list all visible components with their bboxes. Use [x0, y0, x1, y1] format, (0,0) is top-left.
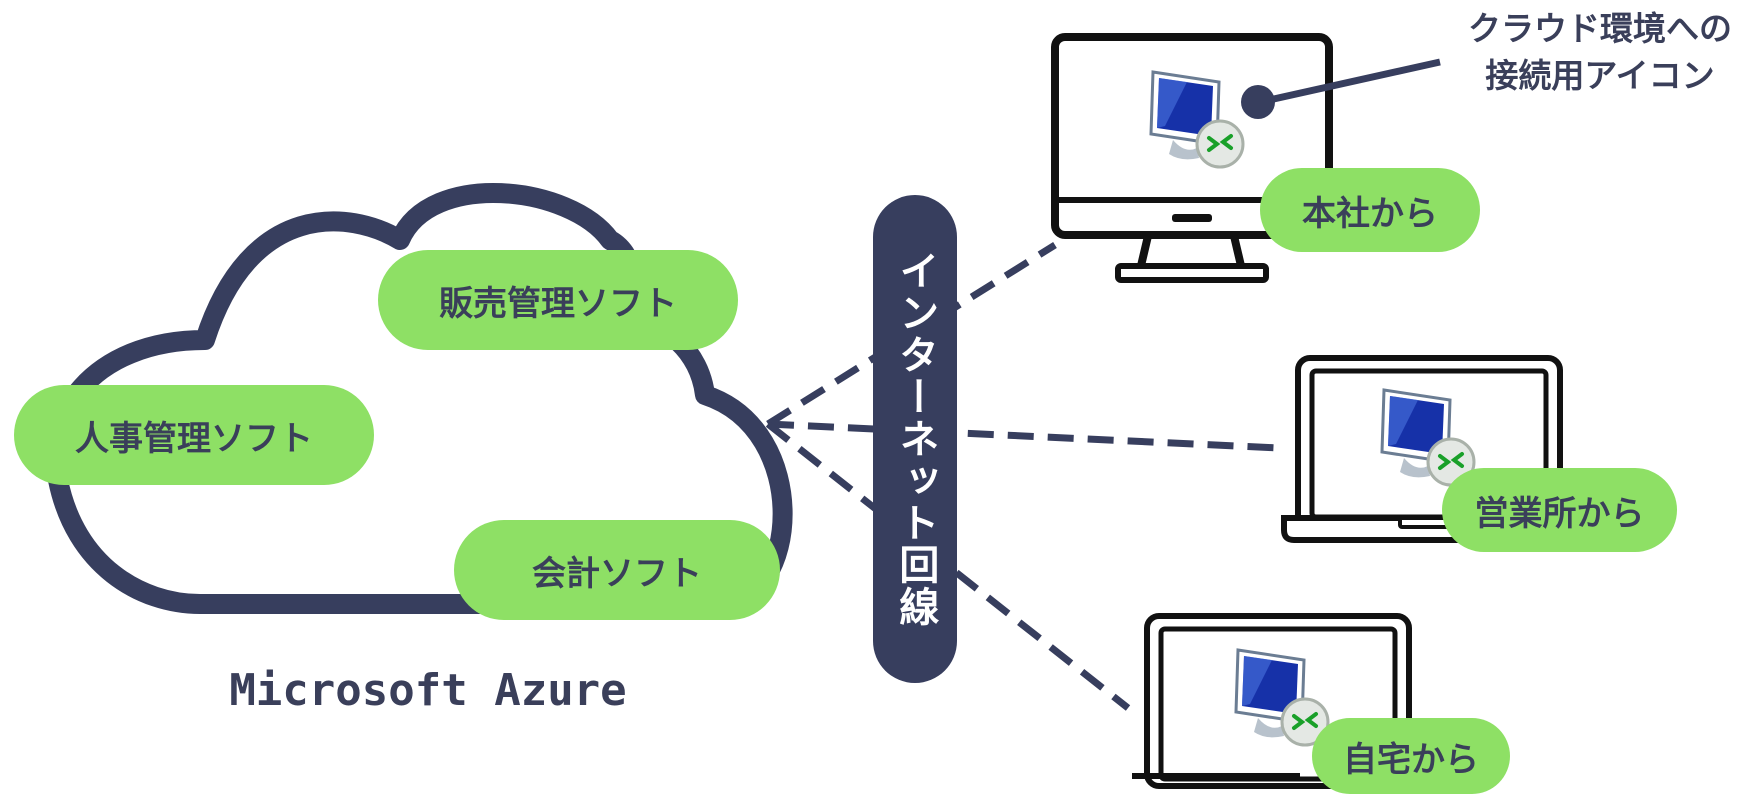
- callout-line-1: クラウド環境への: [1468, 9, 1732, 48]
- connection-line-home: [765, 421, 1131, 711]
- callout-text: クラウド環境への 接続用アイコン: [1440, 6, 1760, 100]
- site-label-home: 自宅から: [1312, 718, 1510, 794]
- remote-desktop-icon: [1149, 70, 1245, 169]
- connection-line-branch: [767, 420, 1281, 452]
- platform-label: Microsoft Azure: [229, 665, 627, 716]
- hr-management-software-label: 人事管理ソフト: [14, 385, 374, 485]
- callout-pointer: [1259, 58, 1441, 106]
- site-label-branch-office: 営業所から: [1442, 468, 1677, 552]
- callout-line-2: 接続用アイコン: [1485, 55, 1715, 95]
- site-label-headquarters: 本社から: [1260, 168, 1480, 252]
- accounting-software-label: 会計ソフト: [454, 520, 780, 620]
- remote-desktop-icon: [1380, 388, 1476, 487]
- remote-desktop-icon: [1234, 648, 1330, 747]
- sales-management-software-label: 販売管理ソフト: [378, 250, 738, 350]
- internet-line-label: インターネット回線: [892, 250, 939, 628]
- internet-line-bar: インターネット回線: [873, 195, 957, 683]
- callout-dot: [1241, 85, 1275, 119]
